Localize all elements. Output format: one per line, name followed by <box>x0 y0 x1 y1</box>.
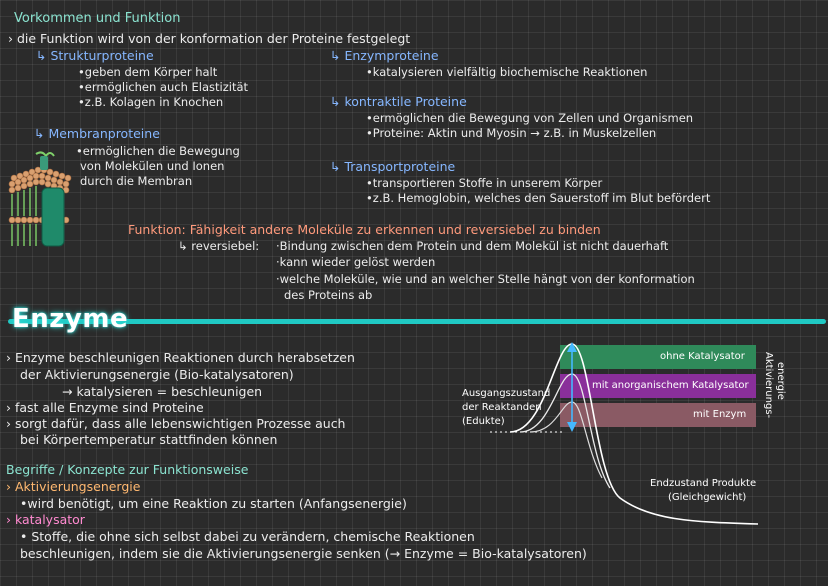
begriffe-heading: Begriffe / Konzepte zur Funktionsweise <box>6 462 249 477</box>
enzyme-line: › fast alle Enzyme sind Proteine <box>6 400 204 415</box>
intro-line: › die Funktion wird von der konformation… <box>8 31 411 46</box>
katalysator-text: • Stoffe, die ohne sich selbst dabei zu … <box>20 529 475 544</box>
band-label-enzym: mit Enzym <box>693 409 747 420</box>
katalysator-text: beschleunigen, indem sie die Aktivierung… <box>20 546 587 561</box>
reversiebel-label: ↳ reversiebel: <box>178 239 260 253</box>
struktur-item: •z.B. Kolagen in Knochen <box>78 95 224 109</box>
energy-bands <box>560 342 756 432</box>
arrow-head-down <box>567 422 577 432</box>
enzyme-line: › Enzyme beschleunigen Reaktionen durch … <box>6 350 355 365</box>
enzyme-line: → katalysieren = beschleunigen <box>62 384 263 399</box>
membran-label: ↳ Membranproteine <box>34 126 160 141</box>
funktion-item: ·Bindung zwischen dem Protein und dem Mo… <box>276 239 669 253</box>
enzyme-line: › sorgt dafür, dass alle lebenswichtigen… <box>6 416 346 431</box>
enzym-item: •katalysieren vielfältig biochemische Re… <box>366 65 648 79</box>
band-label-anorganisch: mit anorganischem Katalysator <box>592 380 749 391</box>
arrow-head-up <box>567 342 577 352</box>
energy-curve-diagram <box>490 342 759 525</box>
enzym-label: ↳ Enzymproteine <box>330 48 439 63</box>
funktion-item: ·welche Moleküle, wie und an welcher Ste… <box>276 272 695 286</box>
band-ohne-katalysator <box>560 345 756 369</box>
struktur-label: ↳ Strukturproteine <box>36 48 154 63</box>
aktivierung-label: › Aktivierungsenergie <box>6 479 141 494</box>
kontraktil-label: ↳ kontraktile Proteine <box>330 94 467 109</box>
enzyme-line: bei Körpertemperatur stattfinden können <box>20 432 278 447</box>
funktion-label: Funktion: Fähigkeit andere Moleküle zu e… <box>128 222 601 237</box>
membrane-protein-illustration <box>8 151 72 247</box>
axis-label-line1: Aktivierungs- <box>763 352 774 419</box>
end-label: Endzustand Produkte <box>650 478 757 489</box>
membran-item: durch die Membran <box>80 174 193 188</box>
funktion-item: des Proteins ab <box>284 288 373 302</box>
enzyme-title: Enzyme <box>12 304 129 334</box>
katalysator-label: › katalysator <box>6 512 85 527</box>
axis-label-line2: energie <box>775 362 786 400</box>
band-label-ohne: ohne Katalysator <box>660 351 745 362</box>
transport-label: ↳ Transportproteine <box>330 159 456 174</box>
end-label: (Gleichgewicht) <box>668 492 747 503</box>
kontraktil-item: •Proteine: Aktin und Myosin → z.B. in Mu… <box>366 126 657 140</box>
curve-enzym <box>529 401 603 479</box>
struktur-item: •ermöglichen auch Elastizität <box>78 80 249 94</box>
aktivierung-text: •wird benötigt, um eine Reaktion zu star… <box>20 496 407 511</box>
section-heading: Vorkommen und Funktion <box>14 11 181 26</box>
enzyme-line: der Aktivierungsenergie (Bio-katalysator… <box>20 367 294 382</box>
membran-item: von Molekülen und Ionen <box>80 159 225 173</box>
struktur-item: •geben dem Körper halt <box>78 65 218 79</box>
start-label: der Reaktanden <box>462 402 542 413</box>
membran-item: •ermöglichen die Bewegung <box>76 144 240 158</box>
axis-label: Aktivierungs- energie <box>752 352 792 422</box>
kontraktil-item: •ermöglichen die Bewegung von Zellen und… <box>366 111 694 125</box>
title-underline <box>8 319 826 324</box>
transport-item: •z.B. Hemoglobin, welches den Sauerstoff… <box>366 191 711 205</box>
band-anorganisch <box>560 374 756 398</box>
transport-item: •transportieren Stoffe in unserem Körper <box>366 176 603 190</box>
start-label: Ausgangszustand <box>462 388 551 399</box>
start-label: (Edukte) <box>462 416 505 427</box>
curve-ohne-katalysator <box>509 343 759 525</box>
funktion-item: ·kann wieder gelöst werden <box>276 255 436 269</box>
